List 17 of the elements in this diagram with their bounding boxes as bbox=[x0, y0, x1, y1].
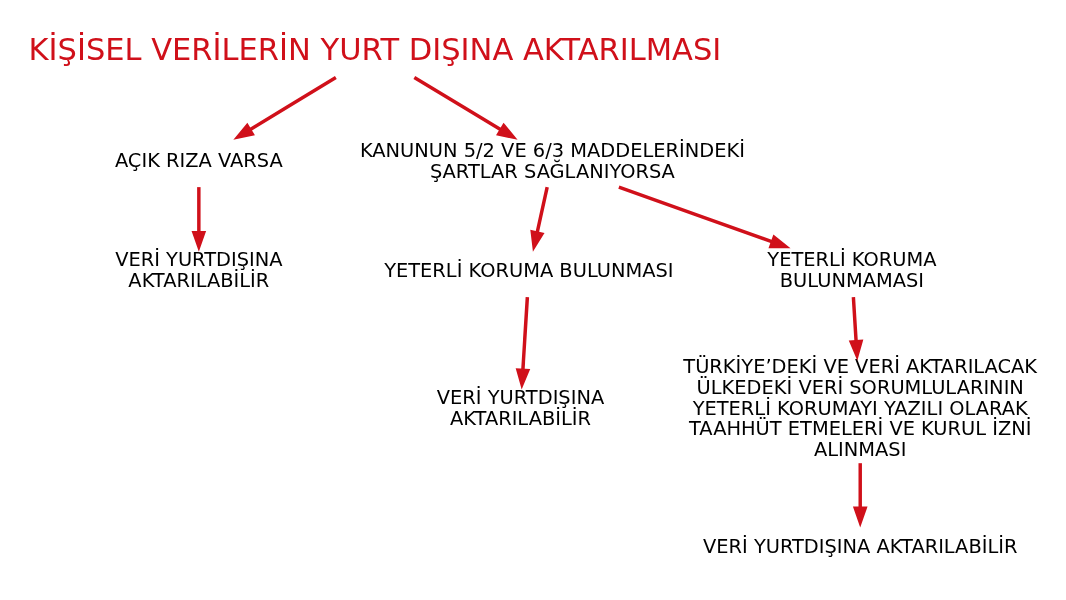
arrow bbox=[191, 187, 207, 252]
arrow bbox=[530, 186, 549, 252]
arrow bbox=[233, 76, 337, 140]
node-text: KİŞİSEL VERİLERİN YURT DIŞINA AKTARILMASI bbox=[28, 32, 722, 68]
arrow bbox=[852, 463, 868, 528]
node-text: AÇIK RIZA VARSA bbox=[114, 149, 283, 173]
arrow bbox=[413, 76, 518, 140]
arrow bbox=[515, 297, 531, 390]
node-text: YETERLİ KORUMA BULUNMAMASI bbox=[767, 248, 937, 293]
node-text: KANUNUN 5/2 VE 6/3 MADDELERİNDEKİ ŞARTLAR SAĞLANIYORSA bbox=[359, 138, 745, 183]
node-text: VERİ YURTDIŞINA AKTARILABİLİR bbox=[115, 248, 283, 293]
node-text: TÜRKİYE’DEKİ VE VERİ AKTARILACAK ÜLKEDEKİ VERİ SORUMLULARININ YETERLİ KORUMAYI YAZILI OLARAK TAAHHÜT ETMELERİ VE KURUL İZNİ ALINMASI bbox=[683, 355, 1038, 462]
node-text: YETERLİ KORUMA BULUNMASI bbox=[384, 258, 674, 282]
node-text: VERİ YURTDIŞINA AKTARILABİLİR bbox=[702, 534, 1018, 558]
arrow bbox=[618, 185, 791, 249]
node-text: VERİ YURTDIŞINA AKTARILABİLİR bbox=[436, 386, 605, 431]
arrow bbox=[848, 297, 864, 361]
